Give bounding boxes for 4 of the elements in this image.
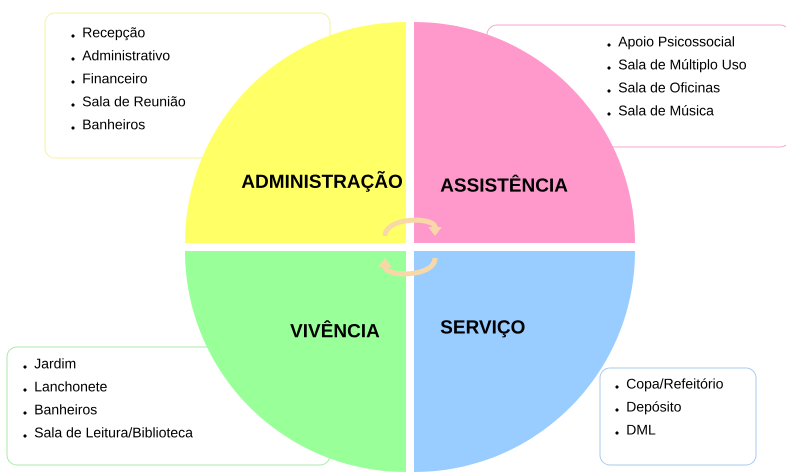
cycle-arrow bbox=[378, 257, 438, 276]
cycle-arrow bbox=[382, 218, 442, 237]
quadrant: ADMINISTRAÇÃO bbox=[185, 22, 406, 243]
list-box: Copa/Refeitório Depósito DML bbox=[600, 368, 756, 466]
